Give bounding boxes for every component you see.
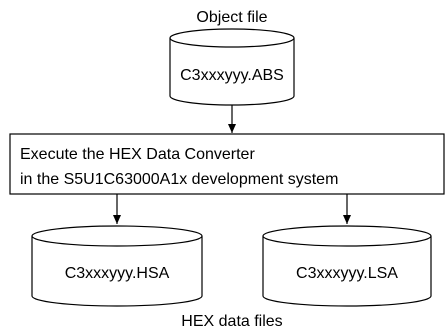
- object-file-cylinder: C3xxxyyy.ABS: [169, 28, 295, 106]
- lsa-file-cylinder: C3xxxyyy.LSA: [262, 225, 432, 307]
- converter-line-1: Execute the HEX Data Converter: [20, 146, 255, 163]
- converter-line-2: in the S5U1C63000A1x development system: [20, 171, 338, 188]
- lsa-file-name: C3xxxyyy.LSA: [296, 265, 398, 282]
- object-file-caption: Object file: [196, 9, 267, 26]
- hex-data-files-caption: HEX data files: [181, 313, 282, 330]
- hsa-file-name: C3xxxyyy.HSA: [65, 265, 170, 282]
- hex-converter-box: Execute the HEX Data Converter in the S5…: [9, 133, 445, 195]
- hsa-file-cylinder: C3xxxyyy.HSA: [31, 225, 203, 307]
- object-file-name: C3xxxyyy.ABS: [180, 67, 284, 84]
